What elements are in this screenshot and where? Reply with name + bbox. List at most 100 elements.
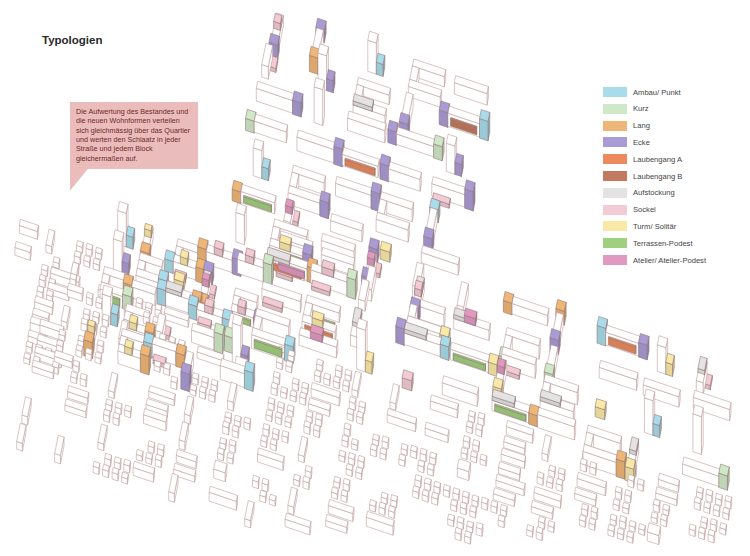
existing-building (613, 499, 620, 506)
existing-building (628, 474, 635, 481)
existing-building (228, 382, 237, 402)
existing-building (125, 405, 132, 412)
new-typology-block (440, 326, 450, 338)
existing-building (85, 348, 92, 355)
existing-building (656, 487, 678, 500)
existing-building (701, 517, 708, 524)
existing-building (61, 305, 70, 322)
existing-building (199, 386, 206, 393)
existing-building (37, 286, 44, 293)
new-typology-block (125, 339, 134, 348)
existing-building (410, 66, 419, 82)
new-typology-block (181, 371, 190, 391)
existing-building (68, 386, 89, 399)
existing-building (368, 31, 378, 43)
existing-building (534, 486, 562, 501)
new-typology-block (309, 55, 318, 74)
existing-building (580, 458, 587, 465)
new-typology-block (245, 248, 255, 258)
existing-building (136, 268, 160, 283)
existing-building (300, 392, 307, 399)
existing-building (480, 454, 487, 461)
existing-building (467, 521, 474, 528)
existing-building (499, 462, 521, 475)
existing-building (575, 487, 597, 500)
existing-building (548, 521, 555, 528)
new-typology-block (140, 242, 150, 254)
new-typology-block (540, 390, 561, 404)
existing-building (503, 335, 512, 349)
legend-label: Sockel (633, 205, 656, 214)
existing-building (620, 516, 627, 523)
existing-building (657, 336, 667, 348)
existing-building (331, 214, 364, 232)
existing-building (637, 479, 644, 486)
existing-building (232, 314, 242, 326)
existing-building (465, 531, 472, 538)
existing-building (333, 376, 340, 383)
existing-building (376, 212, 409, 230)
existing-building (298, 436, 307, 456)
existing-building (442, 376, 478, 395)
existing-building (542, 435, 551, 455)
existing-building (269, 494, 276, 501)
existing-building (192, 323, 216, 338)
existing-building (288, 487, 297, 507)
existing-building (136, 449, 143, 456)
new-typology-block (439, 101, 449, 113)
new-typology-block (453, 353, 486, 365)
diagram-title: Typologien (42, 34, 102, 46)
existing-building (146, 302, 153, 309)
existing-building (112, 467, 119, 474)
existing-building (658, 473, 679, 486)
existing-building (647, 523, 660, 536)
existing-building (124, 459, 131, 466)
existing-building (220, 359, 246, 374)
existing-building (591, 506, 598, 513)
existing-building (35, 296, 54, 308)
existing-building (408, 304, 417, 318)
existing-building (271, 226, 280, 240)
new-typology-block (402, 370, 413, 381)
existing-building (190, 384, 197, 391)
existing-building (328, 499, 354, 513)
existing-building (15, 241, 31, 252)
existing-building (115, 402, 122, 409)
existing-building (171, 376, 178, 383)
existing-building (326, 514, 348, 527)
existing-building (148, 441, 155, 448)
new-typology-block (263, 253, 273, 265)
existing-building (694, 497, 701, 504)
existing-building (46, 229, 55, 246)
existing-building (463, 436, 470, 443)
existing-building (262, 478, 269, 485)
existing-building (39, 274, 46, 281)
existing-building (379, 502, 386, 509)
existing-building (334, 476, 341, 483)
existing-building (234, 415, 241, 422)
existing-building (341, 490, 348, 497)
existing-building (54, 350, 73, 362)
existing-building (343, 478, 350, 485)
existing-building (102, 314, 109, 321)
existing-building (469, 410, 476, 417)
existing-building (357, 411, 364, 418)
existing-building (93, 461, 100, 468)
existing-building (253, 475, 260, 482)
existing-building (273, 371, 280, 378)
existing-building (281, 387, 288, 394)
existing-building (41, 264, 48, 271)
existing-building (218, 448, 225, 455)
legend-label: Lang (633, 121, 650, 130)
new-typology-block (376, 53, 385, 64)
existing-building (288, 350, 295, 357)
existing-building (146, 453, 153, 460)
new-typology-block (202, 272, 210, 280)
new-typology-block (334, 137, 344, 149)
new-typology-block (630, 437, 639, 452)
existing-building (352, 371, 361, 391)
existing-building (370, 444, 377, 451)
new-typology-block (597, 316, 607, 328)
existing-building (697, 487, 704, 494)
existing-building (644, 389, 654, 401)
